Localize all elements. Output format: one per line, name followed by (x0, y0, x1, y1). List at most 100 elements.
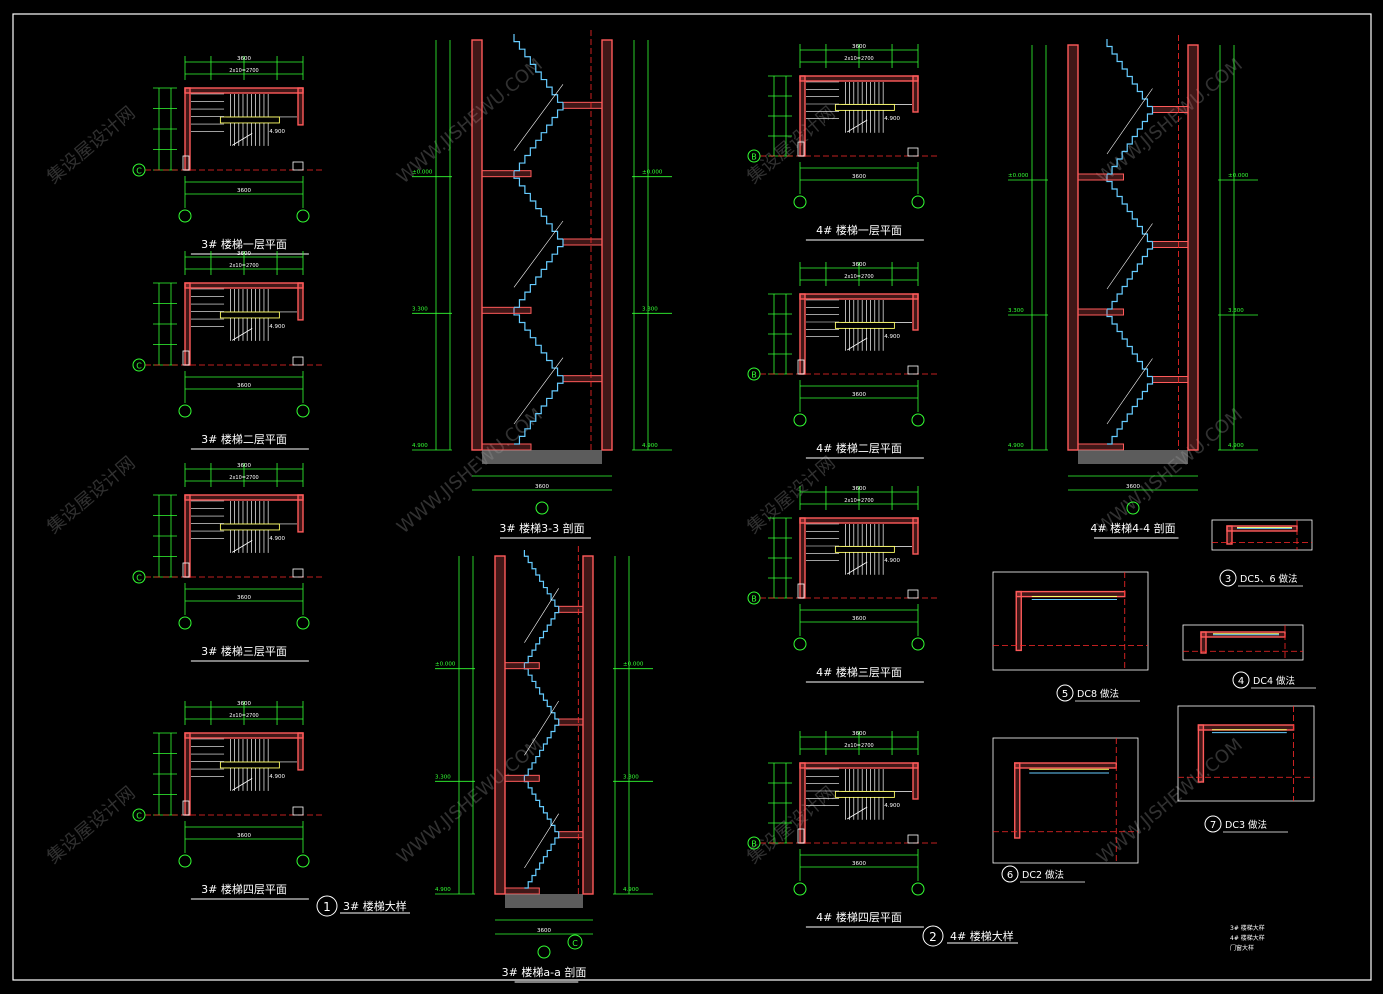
level-text: 3.300 (642, 306, 658, 312)
section-title: 3# 楼梯a-a 剖面 (502, 965, 587, 979)
dim-text: 3600 (852, 174, 866, 180)
wall-top (184, 732, 304, 739)
dim-text: 2x10=2700 (844, 498, 873, 504)
axis-bubble-row (132, 570, 146, 584)
axis-label: B (751, 371, 757, 380)
landing-slab (558, 718, 584, 726)
detail-frame (1177, 705, 1315, 802)
landing-slab (1152, 376, 1189, 383)
axis-bubble-row (132, 358, 146, 372)
level-tag: 4.900 (884, 334, 900, 340)
plan-title: 4# 楼梯四层平面 (816, 910, 902, 924)
axis-bubble-row (747, 591, 761, 605)
axis-bubble (178, 854, 192, 868)
axis-bubble (793, 882, 807, 896)
floor-slab (504, 662, 540, 670)
wall-right (912, 293, 919, 331)
group-number-circle (316, 895, 338, 917)
dim-text: 3600 (237, 463, 251, 469)
section-wall-left (494, 555, 506, 895)
handrail-line (524, 588, 559, 643)
column-mark (292, 356, 304, 366)
axis-bubble-row (132, 808, 146, 822)
dim-text: 3600 (237, 701, 251, 707)
up-arrow (231, 540, 253, 553)
level-text: ±0.000 (1228, 173, 1249, 179)
detail-frame (1182, 624, 1304, 661)
detail-wall (1015, 590, 1022, 652)
wall-top (799, 293, 919, 300)
dim-text: 3600 (852, 616, 866, 622)
floor-slab (481, 443, 532, 451)
floor-slab (1077, 443, 1124, 451)
axis-label: C (136, 167, 142, 176)
dim-text: 2x10=2700 (229, 713, 258, 719)
axis-bubble (537, 945, 551, 959)
handrail (834, 545, 895, 553)
detail-number-circle (1001, 865, 1019, 883)
wall-right (297, 87, 304, 126)
detail-number: 6 (1007, 870, 1013, 881)
level-text: 3.300 (412, 306, 428, 312)
detail-title: DC5、6 做法 (1240, 573, 1298, 585)
stair-flight (524, 831, 560, 889)
sheet-note: 3# 楼梯大样 (1230, 924, 1265, 932)
group-title: 3# 楼梯大样 (343, 899, 407, 913)
column-mark (182, 562, 190, 578)
detail-number-circle (1219, 569, 1237, 587)
sheet-note: 门窗大样 (1230, 944, 1254, 952)
dim-text: 3600 (237, 595, 251, 601)
column-mark (907, 365, 919, 375)
dim-text: 2x10=2700 (844, 274, 873, 280)
detail-title: DC8 做法 (1077, 688, 1119, 700)
landing-slab (562, 238, 603, 246)
section-wall-left (471, 39, 483, 451)
axis-bubble (911, 413, 925, 427)
axis-bubble-row (747, 149, 761, 163)
handrail (219, 761, 280, 769)
axis-bubble (296, 854, 310, 868)
handrail (834, 790, 895, 798)
handrail-line (524, 813, 559, 869)
dim-text: 2x10=2700 (844, 743, 873, 749)
handrail-line (1106, 358, 1153, 425)
detail-number: 4 (1238, 676, 1244, 687)
handrail (219, 116, 280, 124)
dim-text: 3600 (852, 486, 866, 492)
level-text: ±0.000 (435, 662, 456, 668)
level-text: ±0.000 (412, 170, 433, 176)
axis-label: C (136, 574, 142, 583)
handrail-line (1106, 88, 1153, 155)
detail-wall (1200, 631, 1207, 654)
dim-text: 3600 (237, 383, 251, 389)
detail-title: DC4 做法 (1253, 675, 1295, 687)
section-title: 4# 楼梯4-4 剖面 (1090, 521, 1175, 535)
group-number: 1 (323, 900, 331, 914)
up-arrow (846, 337, 868, 351)
wall-top (184, 282, 304, 289)
column-mark (292, 568, 304, 578)
column-mark (797, 828, 805, 844)
column-mark (797, 141, 805, 157)
dim-text: 3600 (537, 928, 551, 934)
handrail-line (513, 84, 564, 151)
stair-flight (514, 239, 564, 308)
level-text: ±0.000 (642, 170, 663, 176)
stair-flight (513, 170, 563, 240)
plan-title: 3# 楼梯四层平面 (201, 882, 287, 896)
axis-bubble-row (747, 836, 761, 850)
handrail (834, 321, 895, 329)
axis-bubble-row (747, 367, 761, 381)
section-wall-right (601, 39, 613, 451)
plan-title: 3# 楼梯二层平面 (201, 432, 287, 446)
dim-text: 3600 (237, 833, 251, 839)
column-mark (182, 800, 190, 816)
